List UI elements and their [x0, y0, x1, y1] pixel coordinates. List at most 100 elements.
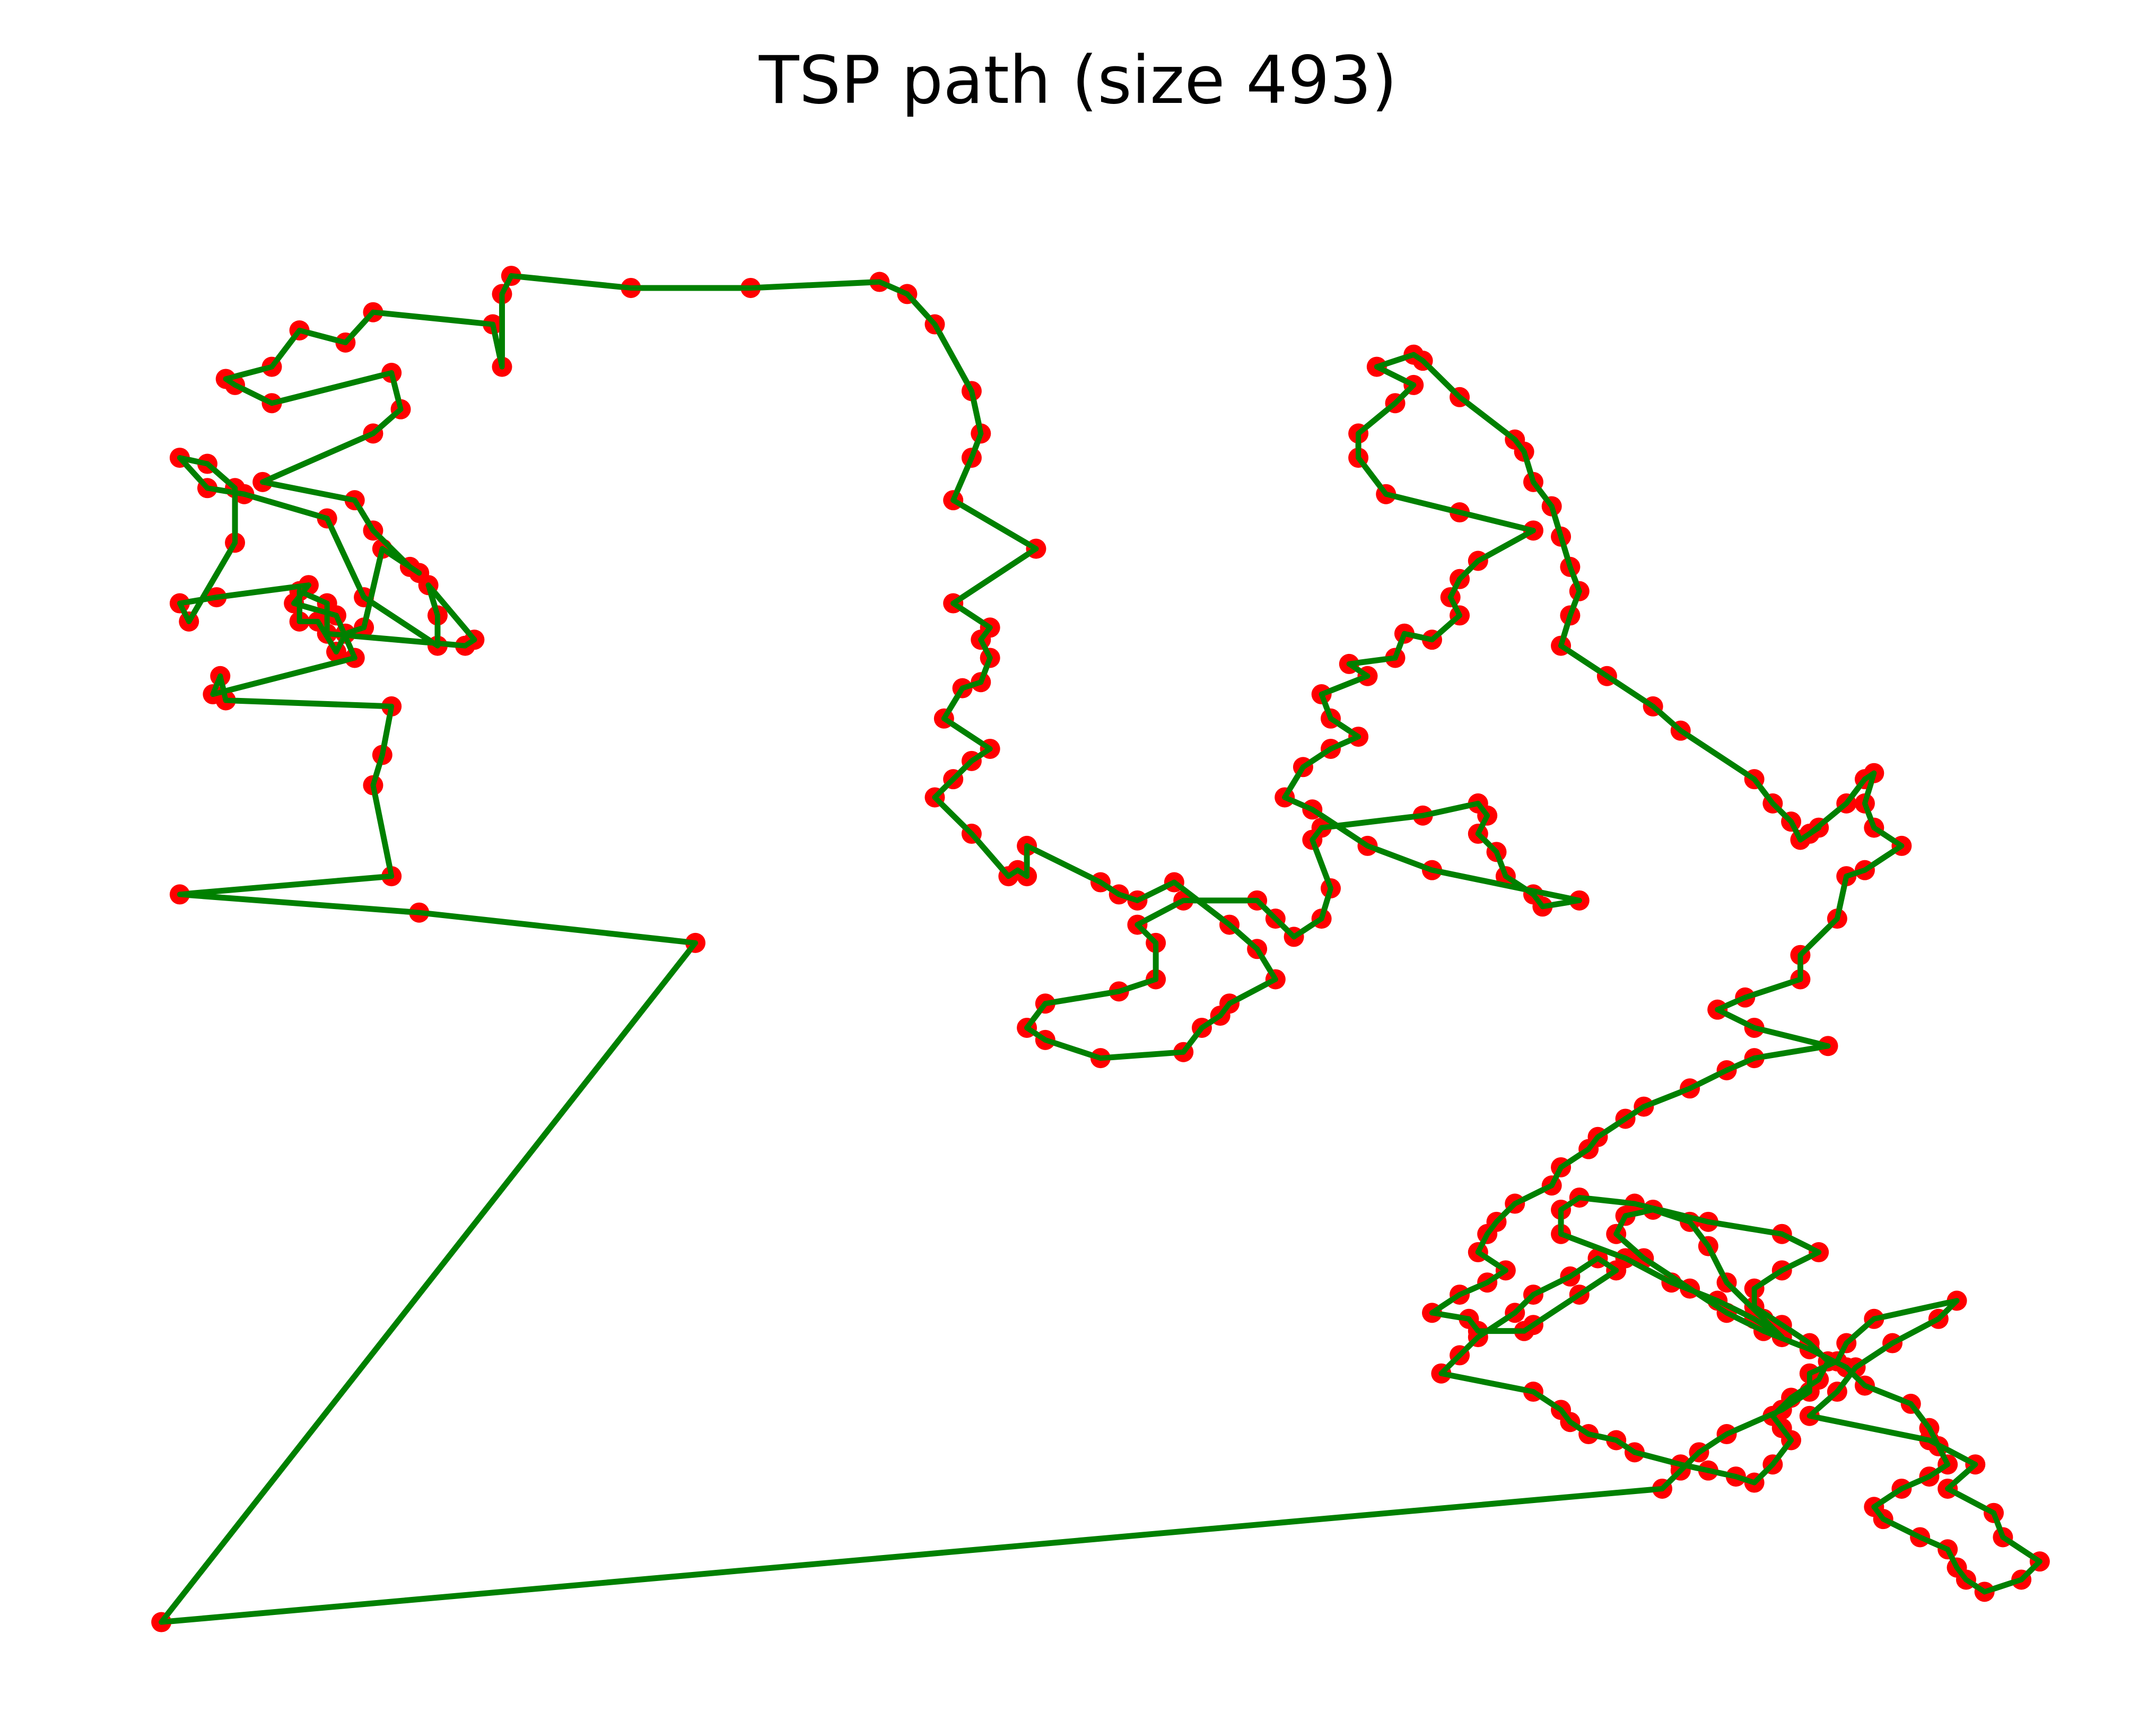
tour-segment-overlay: [1328, 715, 1361, 740]
tour-segment-overlay: [1613, 1437, 1637, 1455]
tour-segment-overlay: [1880, 1516, 1923, 1540]
tour-segment-overlay: [1926, 1462, 1951, 1480]
tour-segment-overlay: [352, 497, 376, 534]
tour-segment-overlay: [950, 546, 1039, 606]
tour-segment-overlay: [1116, 976, 1159, 994]
tour-segment-overlay: [269, 327, 302, 370]
tour-segment-overlay: [968, 746, 993, 764]
tour-segment-overlay: [1779, 1322, 1812, 1346]
tour-segment-overlay: [1024, 1025, 1048, 1043]
tour-segment-overlay: [223, 364, 275, 382]
tour-segment-overlay: [1475, 1310, 1518, 1340]
tour-segment-overlay: [204, 461, 238, 491]
tour-segment-overlay: [1733, 1474, 1757, 1486]
tour-segment-overlay: [1365, 843, 1435, 873]
tour-segment-overlay: [1871, 825, 1905, 849]
tour-segment-overlay: [1834, 874, 1849, 922]
tour-segment-overlay: [1899, 1474, 1932, 1491]
tour-segment-overlay: [177, 455, 210, 467]
tour-segment-overlay: [1631, 1449, 1683, 1468]
tour-segment-overlay: [1447, 576, 1463, 600]
tour-segment-overlay: [370, 406, 404, 436]
tour-segment-overlay: [1346, 655, 1398, 667]
tour-segment-overlay: [1475, 813, 1490, 837]
tour-segment-overlay: [1945, 1547, 1960, 1570]
tour-segment-overlay: [1098, 1049, 1186, 1061]
tour-segment-overlay: [1356, 400, 1398, 436]
tour-segment-overlay: [1678, 728, 1757, 782]
tour-segment-overlay: [1678, 1449, 1702, 1473]
tour-segment-overlay: [1613, 1213, 1628, 1237]
tour-segment-overlay: [1761, 1328, 1812, 1352]
tour-segment-overlay: [1254, 946, 1278, 982]
tour-segment-overlay: [1494, 849, 1508, 879]
tour-segment-overlay: [296, 588, 330, 606]
tour-segment-overlay: [1751, 776, 1776, 806]
tour-segment-overlay: [1788, 819, 1803, 843]
tour-segment-overlay: [1475, 831, 1499, 855]
tour-segment-overlay: [1751, 1043, 1831, 1061]
tour-segment-overlay: [361, 546, 385, 631]
tour-segment-overlay: [370, 752, 385, 788]
tour-segment-overlay: [1770, 1437, 1794, 1468]
tour-segment-overlay: [1558, 1195, 1582, 1212]
tour-segment-overlay: [1806, 800, 1849, 837]
tour-segment-overlay: [1705, 1468, 1739, 1480]
tour-segment-overlay: [1134, 922, 1159, 946]
tour-segment-overlay: [1779, 1231, 1822, 1255]
tour-segment-overlay: [1042, 989, 1122, 1007]
tour-segment-overlay: [232, 382, 275, 406]
tour-segment-overlay: [1549, 503, 1564, 539]
tour-segment-overlay: [1945, 1462, 1978, 1491]
tour-segment-overlay: [361, 595, 440, 649]
tour-segment-overlay: [1134, 897, 1186, 928]
tour-segment-overlay: [1751, 1025, 1831, 1049]
tour-segment-overlay: [1742, 976, 1803, 1000]
tour-segment-overlay: [1586, 1431, 1619, 1443]
tour-segment-overlay: [1604, 673, 1656, 709]
tour-segment-overlay: [1475, 528, 1536, 564]
tour-segment-overlay: [1567, 588, 1582, 618]
tour-segment-overlay: [186, 540, 238, 624]
tour-segment-overlay: [210, 655, 357, 697]
tour-segment-overlay: [968, 388, 984, 436]
tour-segment-overlay: [370, 309, 496, 327]
tour-segment-overlay: [950, 455, 974, 503]
tour-segment-overlay: [1171, 879, 1233, 928]
tour-segment-overlay: [1457, 1280, 1490, 1298]
tour-segment-overlay: [1429, 613, 1463, 643]
tour-segment-overlay: [1779, 1250, 1822, 1273]
tour-segment-overlay: [1806, 1413, 1932, 1443]
tour-segment-overlay: [1779, 1389, 1812, 1413]
tour-segment-overlay: [932, 794, 974, 837]
tour-segment-overlay: [904, 291, 938, 327]
tour-segment-overlay: [1705, 1219, 1785, 1237]
tour-segment-overlay: [1374, 364, 1417, 388]
tour-segment-overlay: [978, 637, 993, 661]
tour-segment-overlay: [177, 595, 220, 606]
tour-segment-overlay: [159, 940, 699, 1625]
tour-segment-overlay: [1862, 843, 1905, 873]
tour-segment-overlay: [1558, 1146, 1592, 1170]
tour-segment-overlay: [269, 370, 395, 406]
tour-segment-overlay: [343, 625, 367, 636]
tour-segment-overlay: [950, 600, 993, 631]
tour-segment-overlay: [1806, 1358, 1840, 1376]
tour-segment-overlay: [1530, 1292, 1582, 1328]
tour-segment-overlay: [159, 1486, 1665, 1625]
tour-segment-overlay: [1567, 1419, 1592, 1437]
tour-segment-overlay: [1328, 734, 1361, 752]
tour-segment-overlay: [223, 697, 395, 709]
tour-segment-overlay: [1310, 807, 1371, 849]
tour-segment-overlay: [1494, 1201, 1518, 1225]
tour-segment-overlay: [1134, 879, 1177, 903]
tour-segment-overlay: [1844, 867, 1867, 879]
tour-segment-overlay: [1871, 1298, 1960, 1322]
tour-segment-overlay: [950, 758, 974, 782]
tour-segment-overlay: [748, 279, 883, 291]
tour-segment-overlay: [1641, 1086, 1693, 1110]
tour-segment-overlay: [1558, 613, 1573, 649]
tour-segment-overlay: [1650, 1207, 1693, 1225]
tour-segment-overlay: [177, 892, 422, 915]
tour-segment-overlay: [941, 685, 965, 721]
